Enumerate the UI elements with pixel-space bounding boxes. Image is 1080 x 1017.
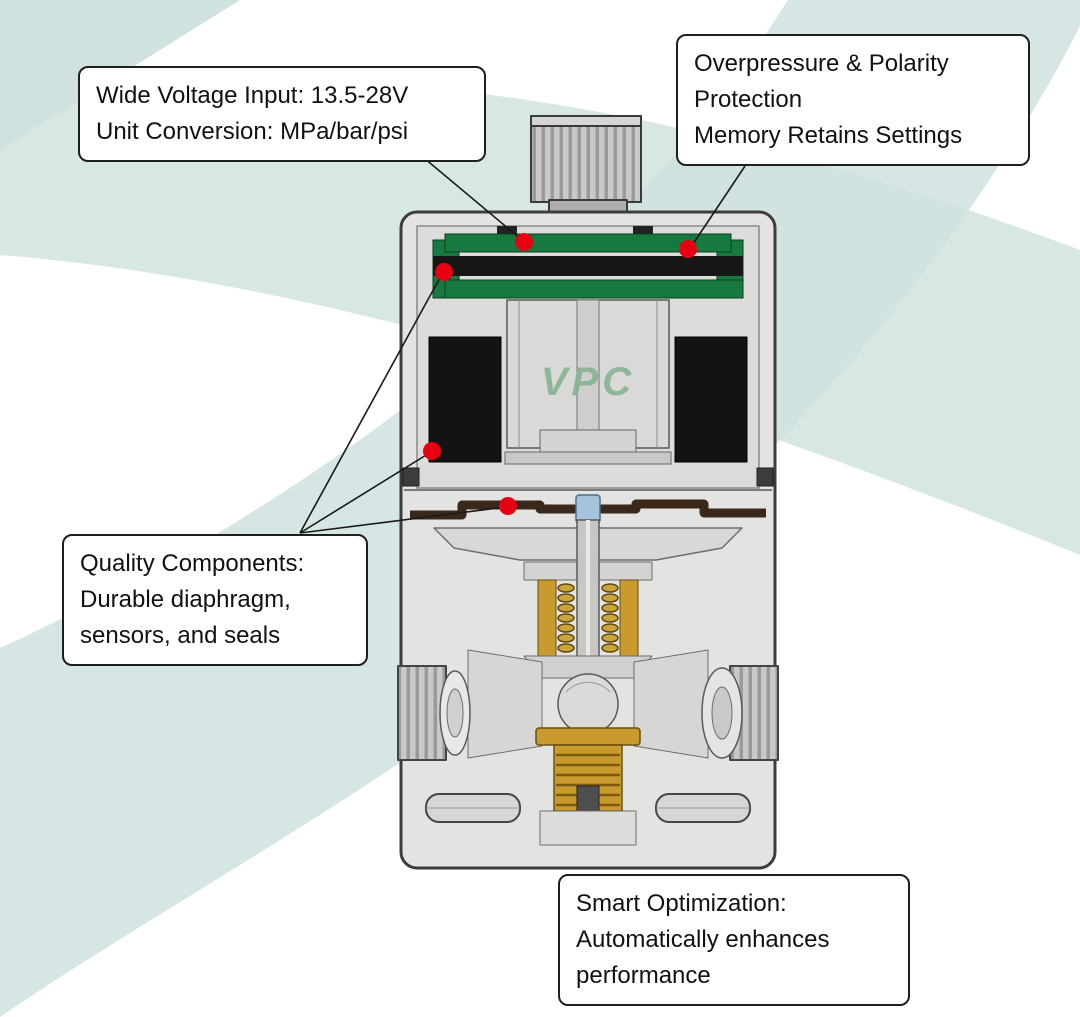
- spring-coils: [557, 583, 619, 653]
- lower-spring: [553, 744, 623, 812]
- marker-dot: [515, 233, 533, 251]
- callout-protection-line2: Protection: [694, 86, 803, 113]
- callout-protection-line3: Memory Retains Settings: [694, 122, 963, 149]
- side-ports: [397, 665, 779, 761]
- leader-line-quality-2: [299, 451, 432, 534]
- leader-line-protection: [690, 165, 746, 248]
- diaphragm: [410, 494, 766, 524]
- callout-voltage-line2: Unit Conversion: MPa/bar/psi: [96, 118, 409, 145]
- marker-dots: [423, 233, 697, 515]
- marker-dot: [499, 497, 517, 515]
- pcb-black-bar: [433, 256, 743, 276]
- callout-quality-line2: Durable diaphragm,: [80, 586, 291, 613]
- leader-line-quality-3: [299, 506, 507, 534]
- pcb-assembly: [432, 226, 744, 299]
- callout-smart-line3: performance: [576, 962, 711, 989]
- brand-watermark: VPC: [540, 360, 636, 404]
- callout-protection-line1: Overpressure & Polarity: [694, 50, 949, 77]
- leader-line-quality-1: [299, 273, 443, 534]
- solenoid-coils: [402, 336, 774, 487]
- device-illustration: [397, 115, 779, 870]
- callout-voltage-line1: Wide Voltage Input: 13.5-28V: [96, 82, 409, 109]
- callout-quality: Quality Components: Durable diaphragm, s…: [62, 534, 368, 666]
- callout-smart-line1: Smart Optimization:: [576, 890, 787, 917]
- marker-dot: [423, 442, 441, 460]
- callout-voltage: Wide Voltage Input: 13.5-28V Unit Conver…: [78, 66, 486, 162]
- callout-quality-line3: sensors, and seals: [80, 622, 281, 649]
- marker-dot: [679, 240, 697, 258]
- valve-ball: [557, 673, 619, 735]
- callout-smart: Smart Optimization: Automatically enhanc…: [558, 874, 910, 1006]
- callout-protection: Overpressure & Polarity Protection Memor…: [676, 34, 1030, 166]
- sensor-cap: [575, 494, 601, 524]
- marker-dot: [435, 263, 453, 281]
- top-fitting: [530, 115, 642, 215]
- leader-line-voltage: [423, 157, 523, 241]
- callout-smart-line2: Automatically enhances: [576, 926, 830, 953]
- center-cylinder: [504, 299, 672, 465]
- callout-quality-line1: Quality Components:: [80, 550, 305, 577]
- bottom-ports: [425, 793, 751, 823]
- leader-lines: [299, 157, 746, 534]
- valve-internals: [433, 519, 743, 846]
